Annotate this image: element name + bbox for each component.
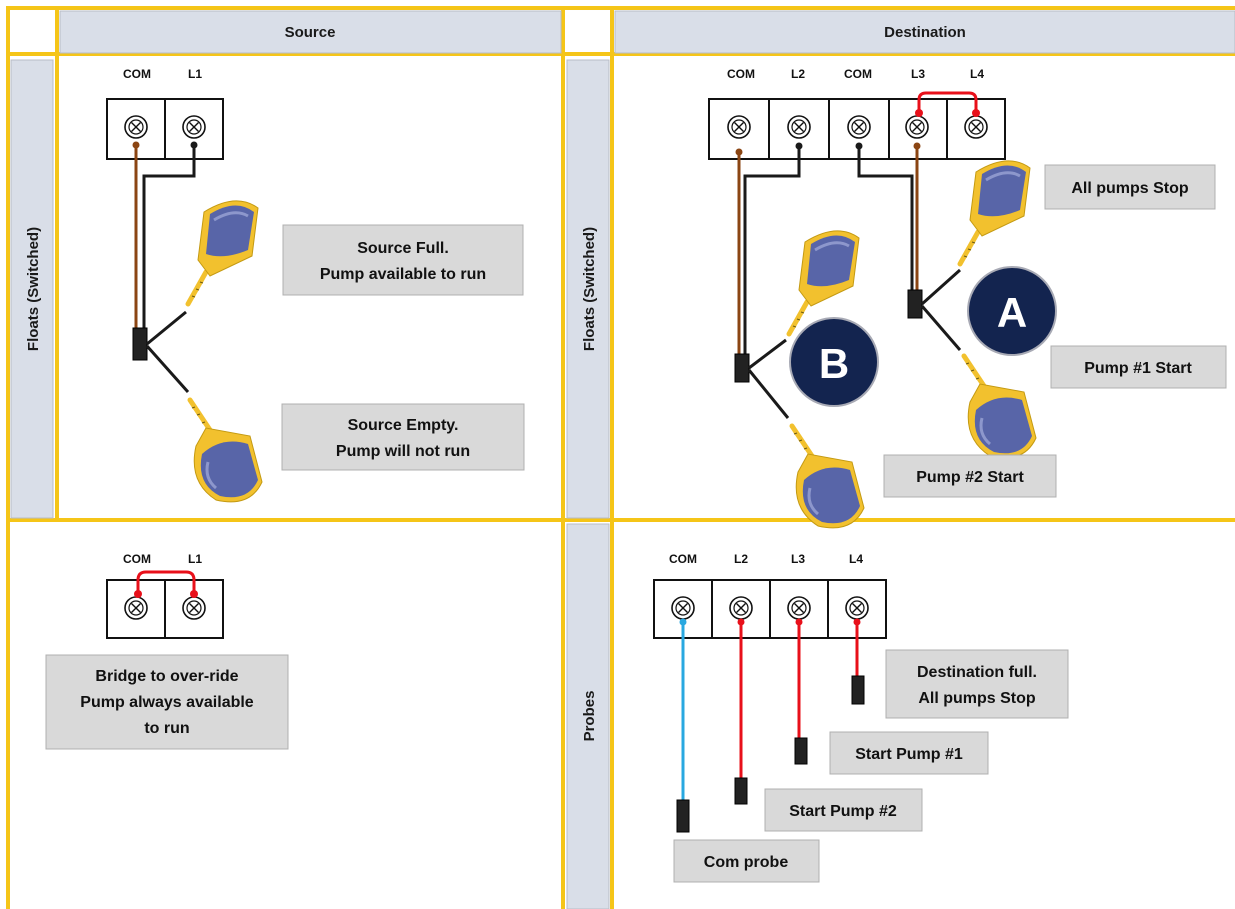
terminal-block [106, 98, 224, 160]
note-start-pump1-text: Start Pump #1 [855, 746, 963, 763]
terminal-label-com: COM [727, 67, 755, 81]
note-start-pump1: Start Pump #1 [829, 731, 989, 775]
note-all-pumps-stop: All pumps Stop [1044, 164, 1216, 210]
probe-l2 [734, 777, 748, 805]
screw-icon [182, 115, 206, 139]
note-start-pump2-text: Start Pump #2 [789, 803, 897, 820]
note-destination-full-line1: Destination full. [917, 664, 1037, 681]
note-pump1-start: Pump #1 Start [1050, 345, 1227, 389]
source-floats-panel: COM L1 Source Full. Pump available to ru… [106, 67, 525, 502]
terminal-label-com: COM [123, 67, 151, 81]
side-label-destination-probes-text: Probes [581, 691, 598, 742]
note-all-pumps-stop-text: All pumps Stop [1071, 180, 1189, 197]
terminal-label-l3: L3 [791, 552, 805, 566]
terminal-label-l1: L1 [188, 552, 202, 566]
terminal-label-l4: L4 [849, 552, 863, 566]
note-bridge-line1: Bridge to over-ride [95, 668, 238, 685]
note-source-full-line2: Pump available to run [320, 266, 486, 283]
terminal-label-l2: L2 [791, 67, 805, 81]
note-com-probe: Com probe [673, 839, 820, 883]
float-switch-icon [188, 201, 258, 304]
header-destination: Destination [614, 10, 1235, 54]
terminal-label-com: COM [123, 552, 151, 566]
note-source-full: Source Full. Pump available to run [282, 224, 524, 296]
grid-frame [6, 6, 1235, 909]
float-switch-icon [964, 356, 1036, 458]
probe-com [676, 799, 690, 833]
note-pump2-start-text: Pump #2 Start [916, 469, 1024, 486]
screw-icon [124, 115, 148, 139]
screw-icon [124, 596, 148, 620]
terminal-block [106, 579, 224, 639]
note-destination-full: Destination full. All pumps Stop [885, 649, 1069, 719]
destination-floats-panel: COM L2 COM L3 L4 [708, 67, 1227, 528]
screw-icon [964, 115, 988, 139]
note-source-full-line1: Source Full. [357, 240, 449, 257]
badge-a-label: A [997, 289, 1027, 336]
screw-icon [671, 596, 695, 620]
screw-icon [787, 596, 811, 620]
terminal-label-l4: L4 [970, 67, 984, 81]
source-bridge-panel: COM L1 Bridge to over-ride Pump always a… [45, 552, 289, 750]
note-bridge: Bridge to over-ride Pump always availabl… [45, 654, 289, 750]
terminal-label-com: COM [669, 552, 697, 566]
terminal-block [708, 98, 1006, 160]
header-destination-label: Destination [884, 24, 966, 41]
screw-icon [182, 596, 206, 620]
destination-float-wires [734, 142, 962, 419]
screw-icon [845, 596, 869, 620]
terminal-label-l2: L2 [734, 552, 748, 566]
badge-a: A [967, 266, 1057, 356]
screw-icon [787, 115, 811, 139]
source-bridge-wire [134, 570, 198, 598]
terminal-label-l3: L3 [911, 67, 925, 81]
side-label-destination-probes: Probes [566, 523, 610, 909]
note-start-pump2: Start Pump #2 [764, 788, 923, 832]
badge-b-label: B [819, 340, 849, 387]
screw-icon [729, 596, 753, 620]
side-label-destination-floats-text: Floats (Switched) [581, 227, 598, 351]
note-bridge-line2: Pump always available [80, 694, 254, 711]
probe-l4 [851, 675, 865, 705]
note-bridge-line3: to run [144, 720, 189, 737]
terminal-label-l1: L1 [188, 67, 202, 81]
terminal-label-com: COM [844, 67, 872, 81]
note-destination-full-line2: All pumps Stop [918, 690, 1036, 707]
probe-wires [676, 618, 865, 833]
badge-b: B [789, 317, 879, 407]
probe-l3 [794, 737, 808, 765]
side-label-source-floats: Floats (Switched) [10, 59, 54, 519]
destination-probes-panel: COM L2 L3 L4 [653, 552, 1069, 883]
note-source-empty-line2: Pump will not run [336, 443, 470, 460]
screw-icon [727, 115, 751, 139]
float-switch-icon [190, 400, 262, 502]
note-pump2-start: Pump #2 Start [883, 454, 1057, 498]
header-source-label: Source [285, 24, 336, 41]
note-source-empty-line1: Source Empty. [348, 417, 459, 434]
destination-bridge-wire [915, 91, 980, 117]
side-label-destination-floats: Floats (Switched) [566, 59, 610, 519]
screw-icon [847, 115, 871, 139]
float-switch-icon [960, 161, 1030, 264]
note-pump1-start-text: Pump #1 Start [1084, 360, 1192, 377]
source-float-wires [132, 141, 198, 393]
side-label-source-floats-text: Floats (Switched) [25, 227, 42, 351]
note-source-empty: Source Empty. Pump will not run [281, 403, 525, 471]
note-com-probe-text: Com probe [704, 854, 789, 871]
terminal-block [653, 579, 887, 639]
float-switch-icon [792, 426, 864, 528]
screw-icon [905, 115, 929, 139]
header-source: Source [59, 10, 562, 54]
